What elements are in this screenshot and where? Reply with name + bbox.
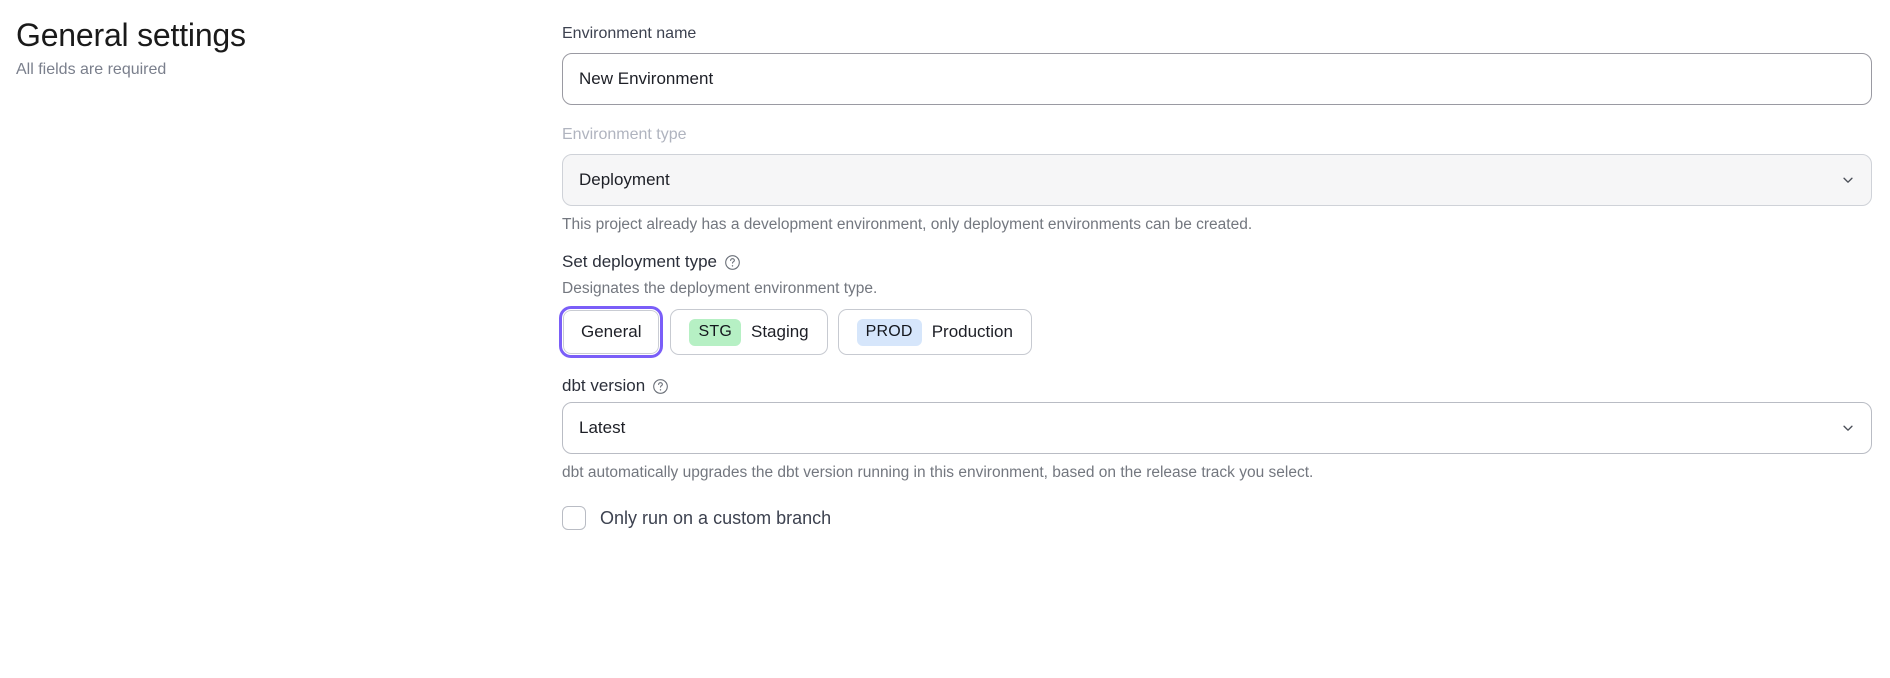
environment-name-label: Environment name	[562, 25, 697, 42]
staging-tag-badge: STG	[689, 318, 741, 346]
environment-type-help-text: This project already has a development e…	[562, 216, 1253, 233]
chevron-down-icon	[1841, 421, 1855, 435]
environment-name-input[interactable]	[562, 53, 1872, 105]
environment-type-label: Environment type	[562, 126, 687, 143]
deployment-type-option-staging[interactable]: STG Staging	[670, 309, 828, 355]
environment-name-field: Environment name	[562, 23, 1872, 105]
deployment-type-option-staging-label: Staging	[750, 322, 809, 341]
page-title: General settings	[16, 17, 246, 53]
deployment-type-option-general-label: General	[581, 322, 642, 341]
environment-type-value: Deployment	[579, 170, 670, 189]
environment-type-field: Environment type Deployment This project…	[562, 124, 1872, 236]
environment-type-select[interactable]: Deployment	[562, 154, 1872, 206]
dbt-version-field: dbt version Latest dbt automatica	[562, 374, 1872, 484]
page-subtitle: All fields are required	[16, 61, 167, 78]
dbt-version-label-row: dbt version	[562, 374, 1872, 398]
deployment-type-field: Set deployment type Designates the deplo…	[562, 250, 1872, 355]
dbt-version-value: Latest	[579, 418, 626, 437]
environment-form: Environment name Environment type Deploy…	[562, 0, 1890, 530]
custom-branch-checkbox[interactable]	[562, 506, 586, 530]
deployment-type-description: Designates the deployment environment ty…	[562, 280, 878, 297]
deployment-type-label: Set deployment type	[562, 252, 717, 271]
chevron-down-icon	[1841, 173, 1855, 187]
settings-header-column: General settings All fields are required	[0, 0, 562, 81]
dbt-version-select[interactable]: Latest	[562, 402, 1872, 454]
deployment-type-options: General STG Staging PROD Production	[562, 309, 1872, 355]
question-circle-icon[interactable]	[652, 378, 669, 395]
deployment-type-option-general[interactable]: General	[562, 309, 661, 355]
deployment-type-label-row: Set deployment type	[562, 250, 1872, 274]
production-tag-badge: PROD	[856, 318, 922, 346]
deployment-type-option-production[interactable]: PROD Production	[837, 309, 1032, 355]
custom-branch-row: Only run on a custom branch	[562, 506, 1872, 530]
custom-branch-label[interactable]: Only run on a custom branch	[600, 507, 832, 528]
question-circle-icon[interactable]	[724, 254, 741, 271]
deployment-type-option-production-label: Production	[931, 322, 1013, 341]
dbt-version-help-text: dbt automatically upgrades the dbt versi…	[562, 464, 1314, 481]
dbt-version-label: dbt version	[562, 376, 646, 395]
